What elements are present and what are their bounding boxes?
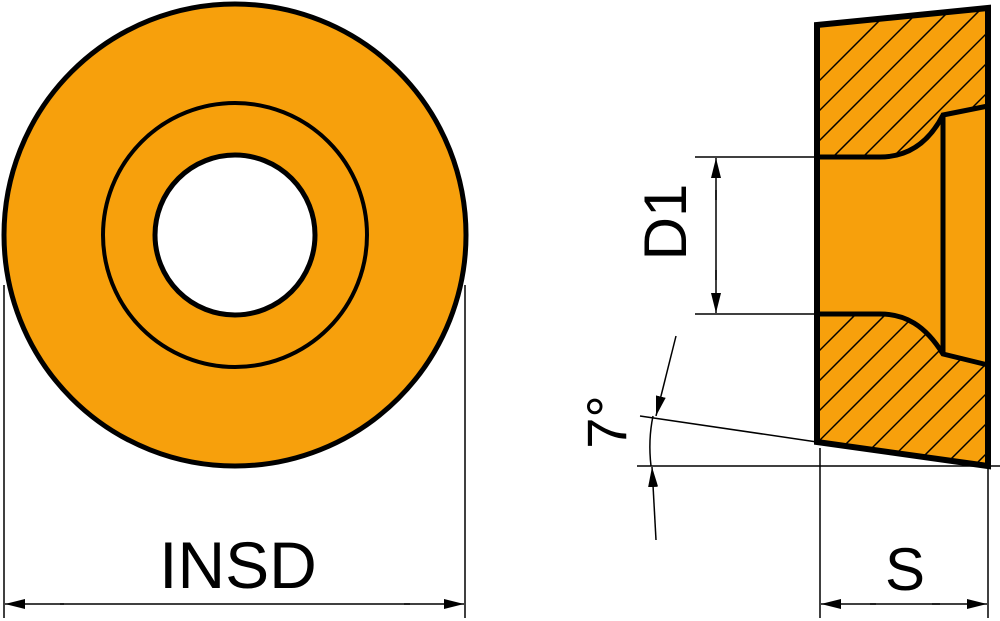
countersink-circle bbox=[101, 101, 369, 369]
d1-dimension bbox=[695, 156, 817, 315]
angle-label: 7° bbox=[575, 395, 638, 449]
insd-label: INSD bbox=[159, 528, 317, 602]
s-dimension bbox=[819, 448, 989, 618]
insd-dimension bbox=[3, 285, 466, 618]
s-label: S bbox=[885, 536, 925, 603]
d1-label: D1 bbox=[632, 184, 699, 261]
bore-hole bbox=[152, 152, 318, 318]
insert-top-view bbox=[1, 1, 469, 469]
insert-section-view bbox=[814, 4, 991, 470]
angle-dimension bbox=[637, 335, 1000, 541]
